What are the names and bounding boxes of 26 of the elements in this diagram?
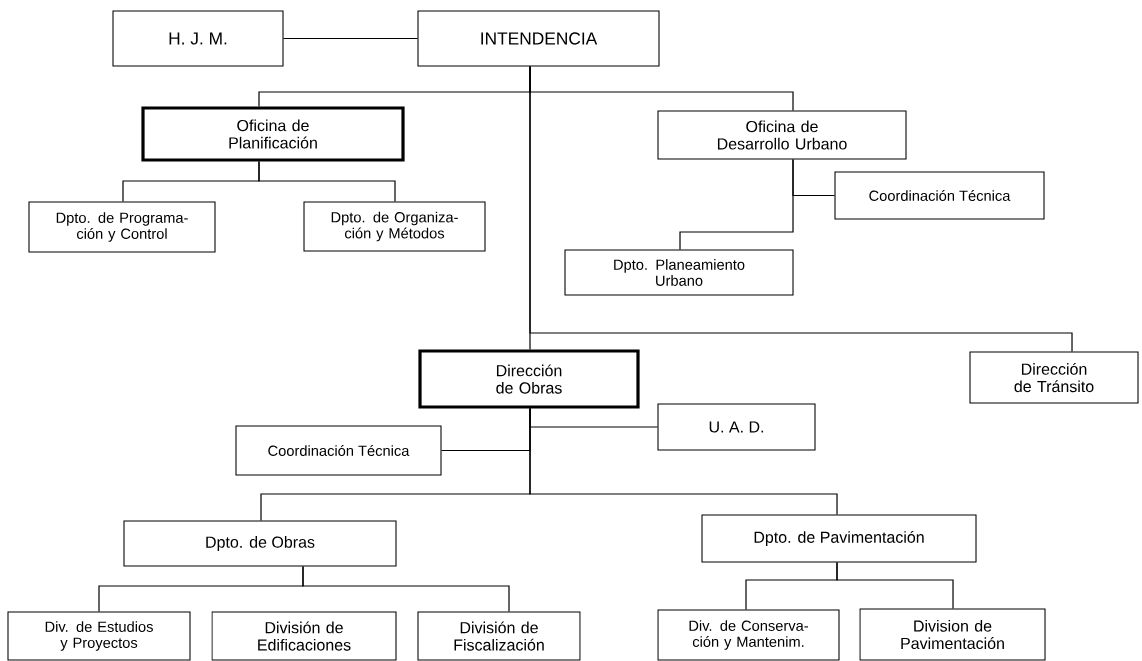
org-box: Div. de Estudios y Proyectos (7, 611, 191, 661)
org-box: División de Fiscalización (417, 611, 581, 661)
connector-line (302, 565, 510, 613)
connector-line (836, 561, 954, 610)
org-box: División de Edificaciones (211, 611, 397, 661)
org-box: Dpto. de Organiza- ción y Métodos (303, 201, 486, 252)
org-box: U. A. D. (657, 403, 816, 451)
org-box: Dpto. de Programa- ción y Control (28, 201, 216, 253)
connector-line (258, 161, 396, 203)
connector-line (679, 158, 794, 251)
org-box: Division de Pavimentación (859, 608, 1046, 661)
org-box: Dirección de Tránsito (969, 351, 1139, 404)
connector-line (529, 408, 838, 516)
org-box: INTENDENCIA (417, 10, 660, 67)
org-box: Dpto. de Obras (123, 520, 397, 567)
org-box: H. J. M. (112, 10, 284, 67)
org-box: Oficina de Desarrollo Urbano (657, 110, 907, 160)
org-box: Div. de Conserva- ción y Mantenim. (657, 609, 840, 661)
org-box: Oficina de Planificación (141, 106, 405, 162)
connector-line (529, 65, 1073, 353)
connector-line (282, 37, 419, 40)
org-box: Dpto. de Pavimentación (701, 514, 977, 563)
org-box: Coordinación Técnica (834, 171, 1045, 220)
org-box: Dirección de Obras (418, 349, 640, 409)
org-box: Coordinación Técnica (235, 425, 442, 476)
org-box: Dpto. Planeamiento Urbano (564, 249, 794, 296)
